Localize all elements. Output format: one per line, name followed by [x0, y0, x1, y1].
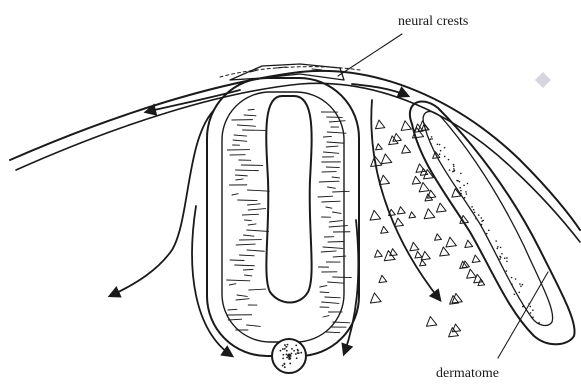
label-neural-crests: neural crests	[398, 14, 468, 29]
watermark-diamond	[535, 72, 551, 88]
neural-tube-hatching	[227, 109, 352, 332]
leader-neural-crests	[338, 34, 402, 76]
leader-lines	[338, 34, 548, 358]
central-canal	[266, 96, 311, 303]
label-dermatome: dermatome	[436, 366, 499, 381]
neural-tube	[207, 78, 359, 356]
arrow-dorsolateral-right	[352, 84, 408, 96]
ectoderm-layer	[10, 67, 580, 242]
migration-arrows	[110, 84, 440, 356]
notochord	[272, 339, 306, 373]
dermomyotome	[410, 101, 575, 344]
arrow-ventral-left-outer	[110, 110, 214, 296]
arrow-ventral-left-inner	[192, 206, 232, 356]
